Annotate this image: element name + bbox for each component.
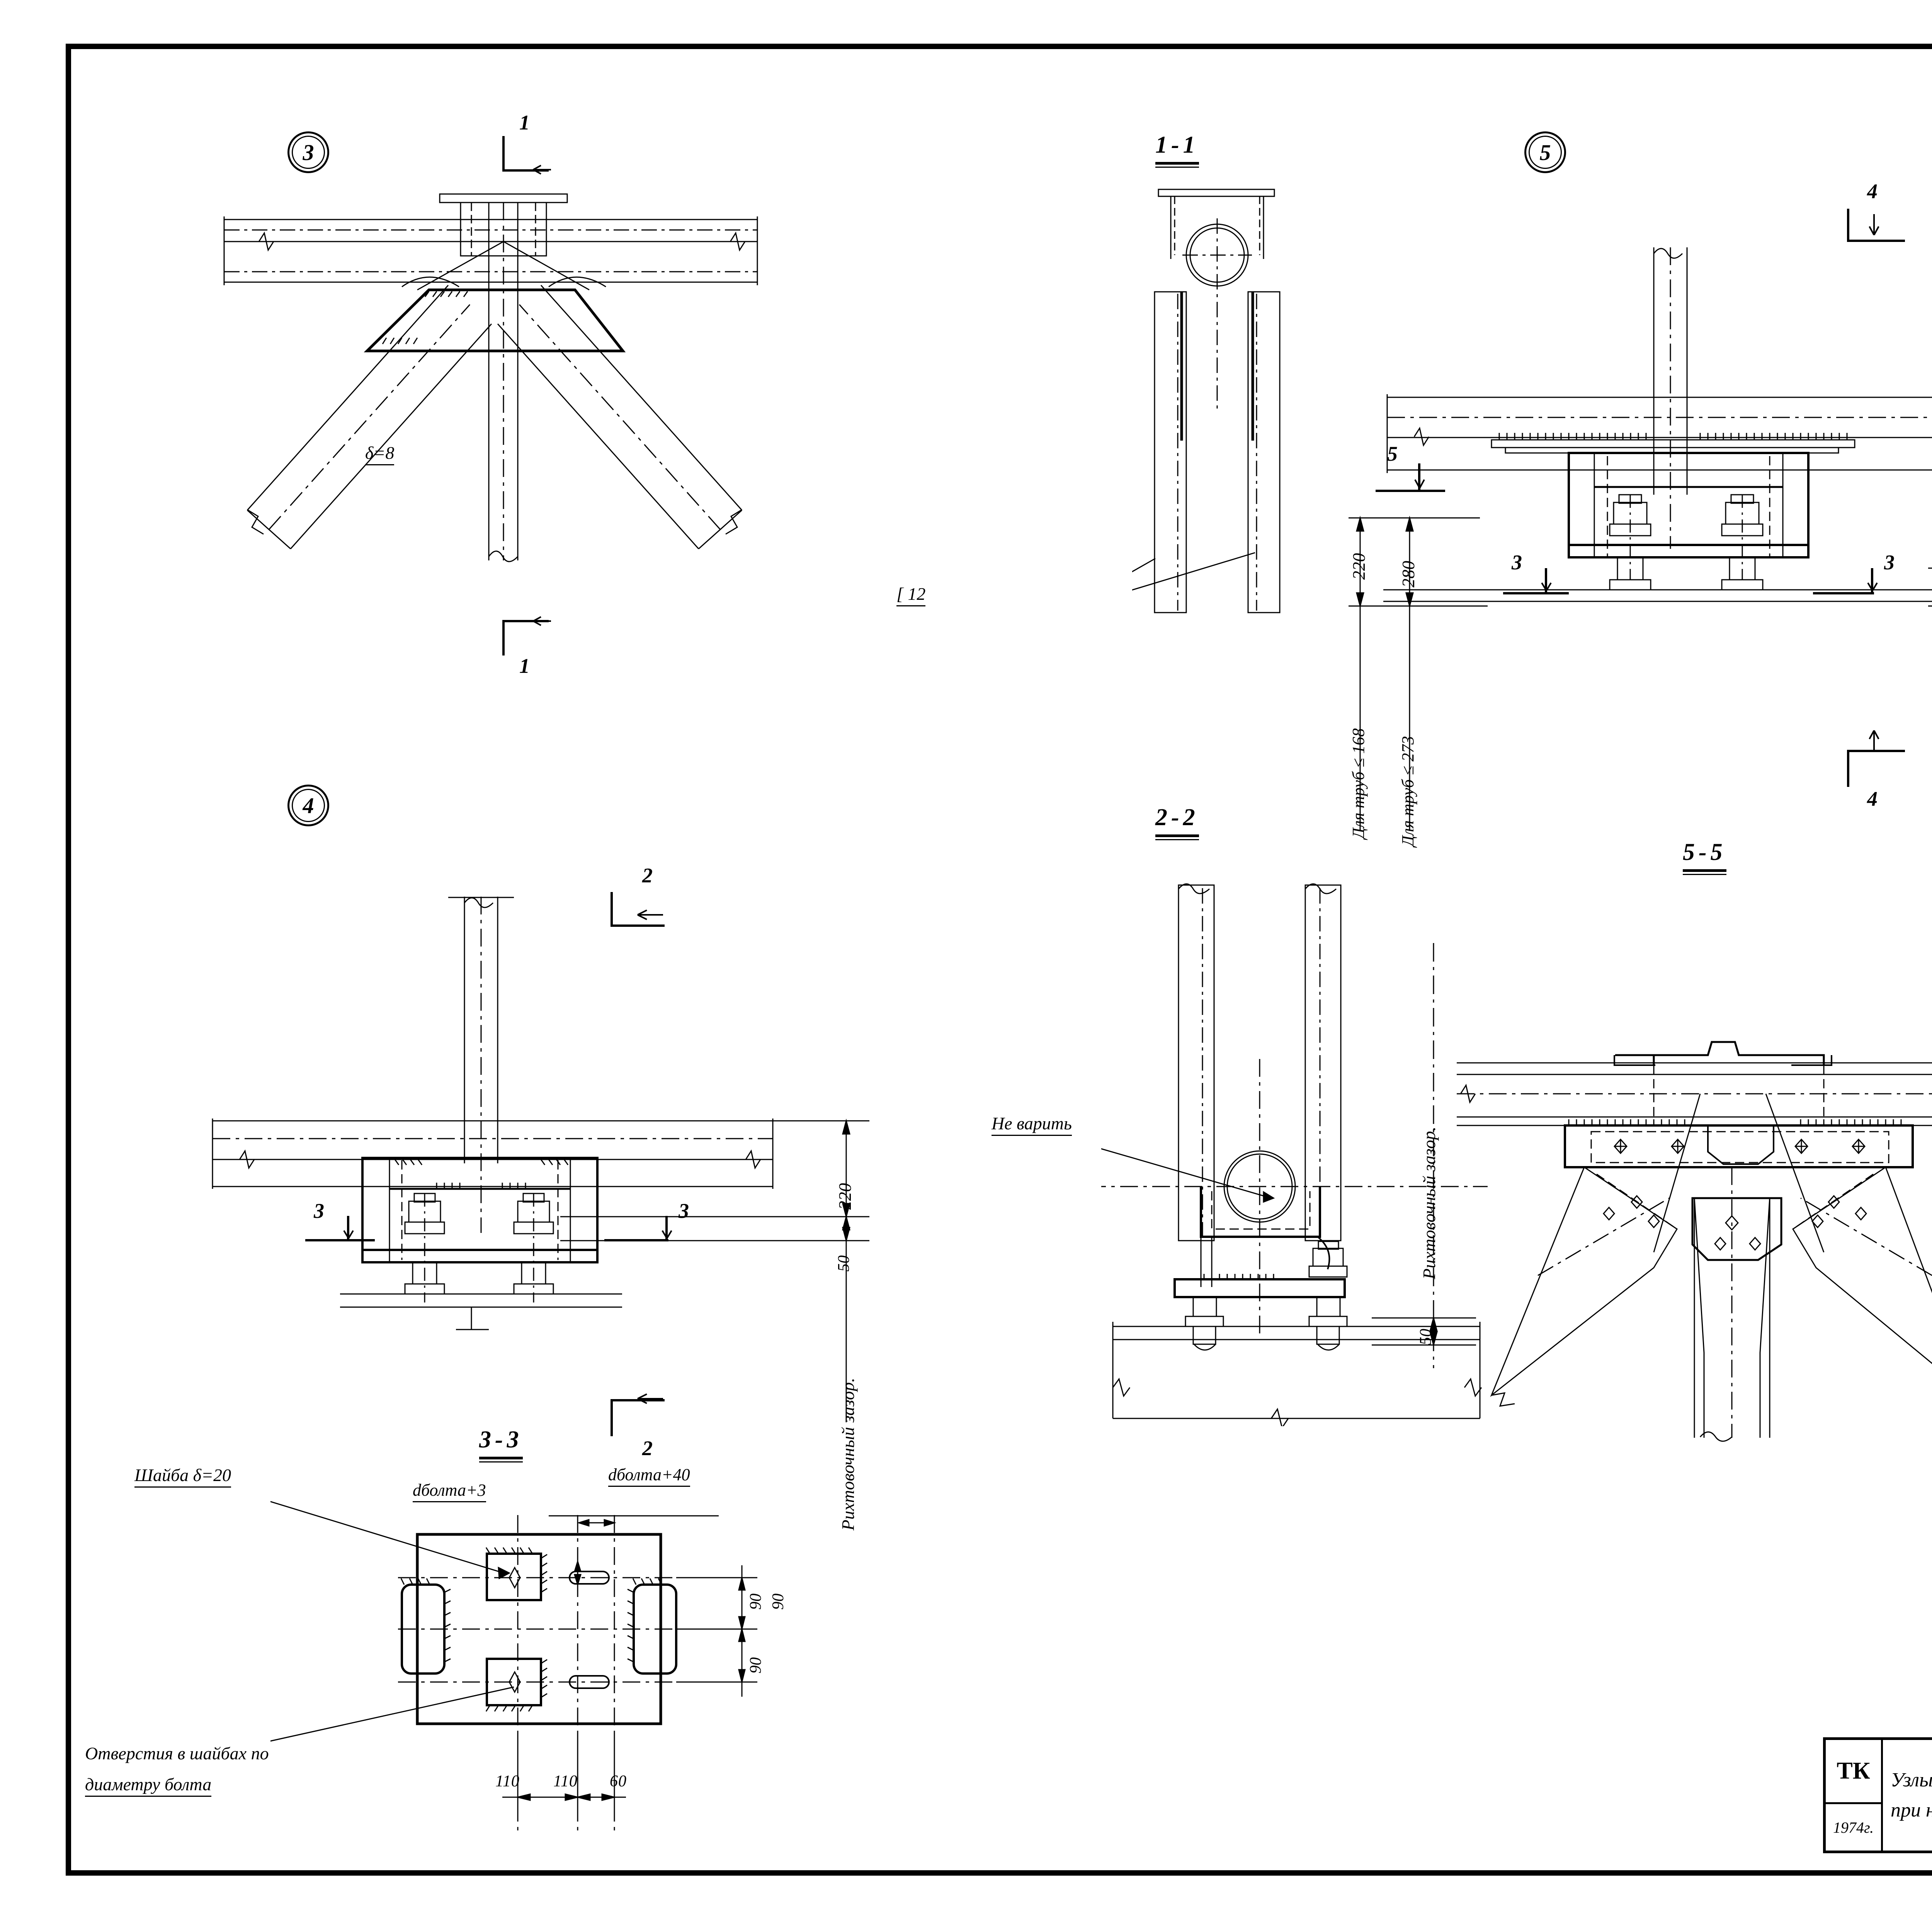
node5-drawing xyxy=(1383,247,1932,602)
section-1-1-drawing xyxy=(1132,189,1281,613)
dim-bolt-plus-40: dболта+40 xyxy=(608,1465,690,1487)
callout-thickness-8: δ=8 xyxy=(365,443,395,465)
section-2-2-dimension-lines xyxy=(1372,943,1476,1368)
dim-110-b: 110 xyxy=(553,1772,578,1790)
dim-90-b: 90 xyxy=(769,1594,787,1610)
node4-drawing xyxy=(212,897,774,1330)
dim-110-a: 110 xyxy=(495,1772,520,1790)
dim-adjust-gap-node4: Рихтовочный зазор. xyxy=(838,1377,858,1531)
node3-drawing xyxy=(223,193,758,562)
dim-adjust-gap-sec22: Рихтовочный зазор. xyxy=(1419,1126,1439,1279)
view-bubble-node5: 5 xyxy=(1524,131,1566,173)
section-2-2-drawing xyxy=(1101,883,1488,1426)
dim-50-sec22: 50 xyxy=(1417,1329,1435,1345)
view-bubble-node4: 4 xyxy=(287,785,329,826)
drawing-name-line1: Узлы 3÷5 стропильных ферм xyxy=(1891,1769,1932,1791)
callout-washer-holes-line2: диаметру болта xyxy=(85,1774,212,1797)
drawing-frame: 59 xyxy=(66,44,1932,1876)
dim-50-node4: 50 xyxy=(835,1255,853,1272)
node5-dimension-lines xyxy=(1349,516,1932,831)
view-title-3-3: 3-3 xyxy=(479,1426,523,1462)
callout-do-not-weld-22: Не варить xyxy=(992,1113,1072,1136)
dim-90-c: 90 xyxy=(747,1657,765,1674)
callout-washer: Шайба δ=20 xyxy=(134,1465,231,1488)
callout-washer-holes-line1: Отверстия в шайбах по xyxy=(85,1743,269,1763)
organization-stamp: ТК xyxy=(1826,1740,1881,1805)
dim-220-node4: 220 xyxy=(835,1183,855,1210)
dim-90-a: 90 xyxy=(747,1594,765,1610)
view-bubble-node3: 3 xyxy=(287,131,329,173)
view-title-1-1: 1-1 xyxy=(1155,131,1199,168)
title-block: ТК 1974г. Узлы 3÷5 стропильных ферм при … xyxy=(1823,1737,1932,1853)
view-title-5-5: 5-5 xyxy=(1683,839,1726,875)
title-block-stamp-column: ТК 1974г. xyxy=(1826,1740,1883,1851)
drawing-name-line2: при наличии подвесных кранов. xyxy=(1891,1799,1932,1821)
dim-60: 60 xyxy=(610,1772,627,1790)
section-5-5-drawing xyxy=(1457,1041,1932,1442)
callout-channel-12: [ 12 xyxy=(896,584,926,606)
year-stamp: 1974г. xyxy=(1833,1818,1874,1836)
section-3-3-drawing xyxy=(270,1501,757,1832)
dim-bolt-plus-3: dболта+3 xyxy=(413,1480,486,1502)
view-title-2-2: 2-2 xyxy=(1155,804,1199,840)
drawing-name: Узлы 3÷5 стропильных ферм при наличии по… xyxy=(1883,1740,1932,1851)
